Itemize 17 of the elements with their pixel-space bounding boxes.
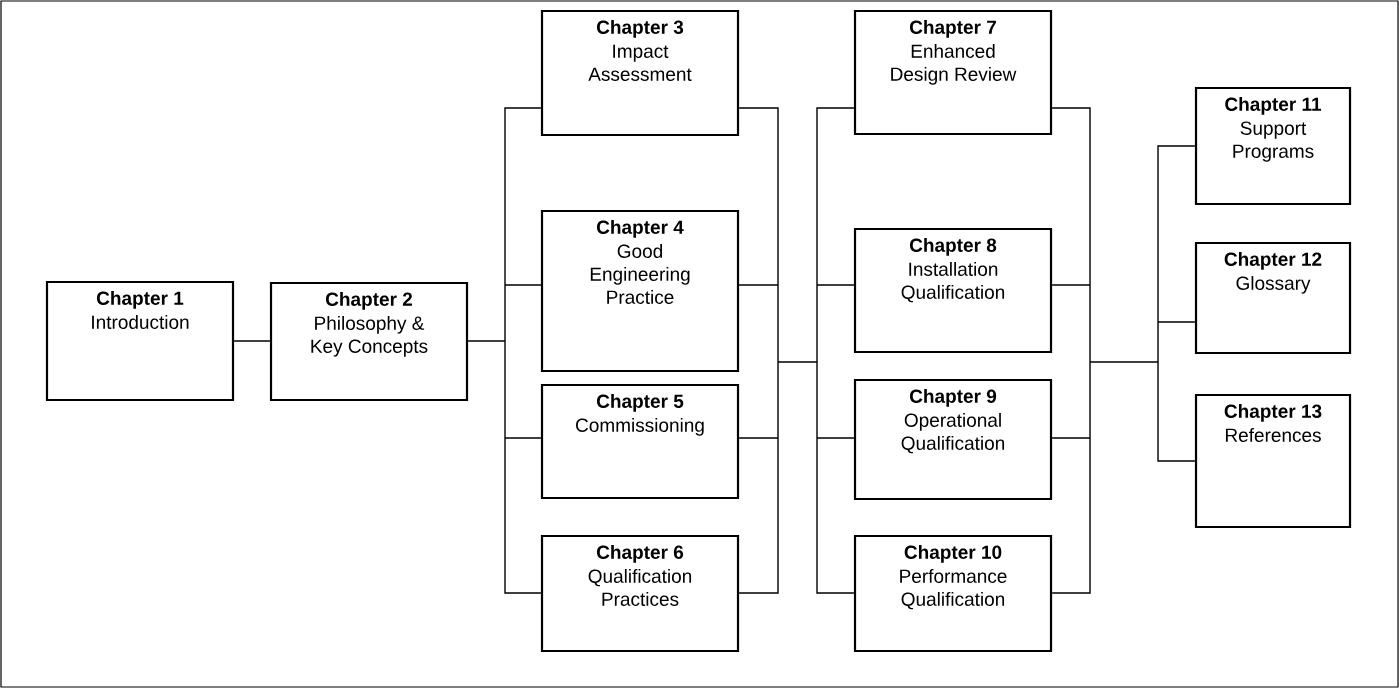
- chapter-box: Chapter 7 Enhanced Design Review: [853, 9, 1053, 136]
- chapter-box: Chapter 3 Impact Assessment: [540, 9, 740, 137]
- connector-line: [233, 340, 271, 342]
- chapter-box: Chapter 9 Operational Qualification: [853, 378, 1053, 501]
- chapter-box: Chapter 2 Philosophy & Key Concepts: [269, 281, 469, 402]
- chapter-box: Chapter 8 Installation Qualification: [853, 227, 1053, 354]
- chapter-box: Chapter 12 Glossary: [1194, 241, 1352, 355]
- chapter-box: Chapter 11 Support Programs: [1194, 86, 1352, 206]
- connector-line: [738, 107, 855, 594]
- chapter-box: Chapter 13 References: [1194, 393, 1352, 529]
- chapter-box: Chapter 6 Qualification Practices: [540, 534, 740, 653]
- connector-line: [1051, 107, 1196, 594]
- chapter-box: Chapter 5 Commissioning: [540, 383, 740, 500]
- chapter-box: Chapter 10 Performance Qualification: [853, 534, 1053, 653]
- chapter-box: Chapter 4 Good Engineering Practice: [540, 209, 740, 373]
- connector-line: [467, 107, 542, 594]
- chapter-box: Chapter 1 Introduction: [45, 280, 235, 402]
